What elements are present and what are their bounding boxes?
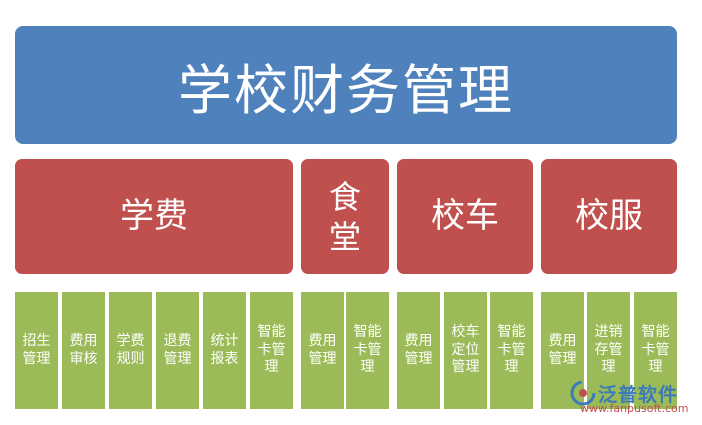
category-tuition-label: 学费 <box>120 196 188 237</box>
leaf-label: 招生管理 <box>22 332 51 367</box>
leaf-label: 进销存管理 <box>594 323 623 376</box>
leaf-statistics-reports: 统计报表 <box>203 292 246 409</box>
leaf-refund-management: 退费管理 <box>156 292 199 409</box>
leaf-label: 费用管理 <box>548 332 577 367</box>
leaf-uniform-smart-card: 智能卡管理 <box>634 292 677 409</box>
leaf-label: 学费规则 <box>116 332 145 367</box>
category-school-bus-label: 校车 <box>431 196 499 237</box>
category-canteen-label: 食 堂 <box>328 177 361 256</box>
watermark-logo: 泛普软件 www.fanpusoft.com <box>570 378 696 418</box>
leaf-label: 费用管理 <box>308 332 337 367</box>
leaf-uniform-fee-management: 费用管理 <box>541 292 584 409</box>
leaf-canteen-fee-management: 费用管理 <box>301 292 344 409</box>
leaf-bus-smart-card: 智能卡管理 <box>490 292 533 409</box>
leaf-label: 智能卡管理 <box>641 323 670 376</box>
category-uniform-label: 校服 <box>575 196 643 237</box>
leaf-smart-card-management: 智能卡管理 <box>250 292 293 409</box>
brand-mark-icon <box>570 380 596 406</box>
diagram-title: 学校财务管理 <box>178 58 514 122</box>
leaf-label: 智能卡管理 <box>353 323 382 376</box>
leaf-inventory-management: 进销存管理 <box>587 292 630 409</box>
leaf-label: 退费管理 <box>163 332 192 367</box>
diagram-title-box: 学校财务管理 <box>15 26 677 144</box>
watermark-url: www.fanpusoft.com <box>580 402 689 415</box>
leaf-label: 费用管理 <box>404 332 433 367</box>
leaf-bus-location-management: 校车定位管理 <box>444 292 487 409</box>
leaf-canteen-smart-card: 智能卡管理 <box>346 292 389 409</box>
leaf-enrollment-management: 招生管理 <box>15 292 58 409</box>
leaf-label: 统计报表 <box>210 332 239 367</box>
watermark-name: 泛普软件 <box>598 384 679 406</box>
category-tuition-box: 学费 <box>15 159 293 274</box>
leaf-label: 校车定位管理 <box>451 323 480 376</box>
category-canteen-box: 食 堂 <box>301 159 389 274</box>
category-school-bus-box: 校车 <box>397 159 533 274</box>
leaf-label: 智能卡管理 <box>257 323 286 376</box>
leaf-label: 智能卡管理 <box>497 323 526 376</box>
leaf-tuition-rules: 学费规则 <box>109 292 152 409</box>
category-uniform-box: 校服 <box>541 159 677 274</box>
leaf-label: 费用审核 <box>69 332 98 367</box>
leaf-bus-fee-management: 费用管理 <box>397 292 440 409</box>
leaf-fee-review: 费用审核 <box>62 292 105 409</box>
